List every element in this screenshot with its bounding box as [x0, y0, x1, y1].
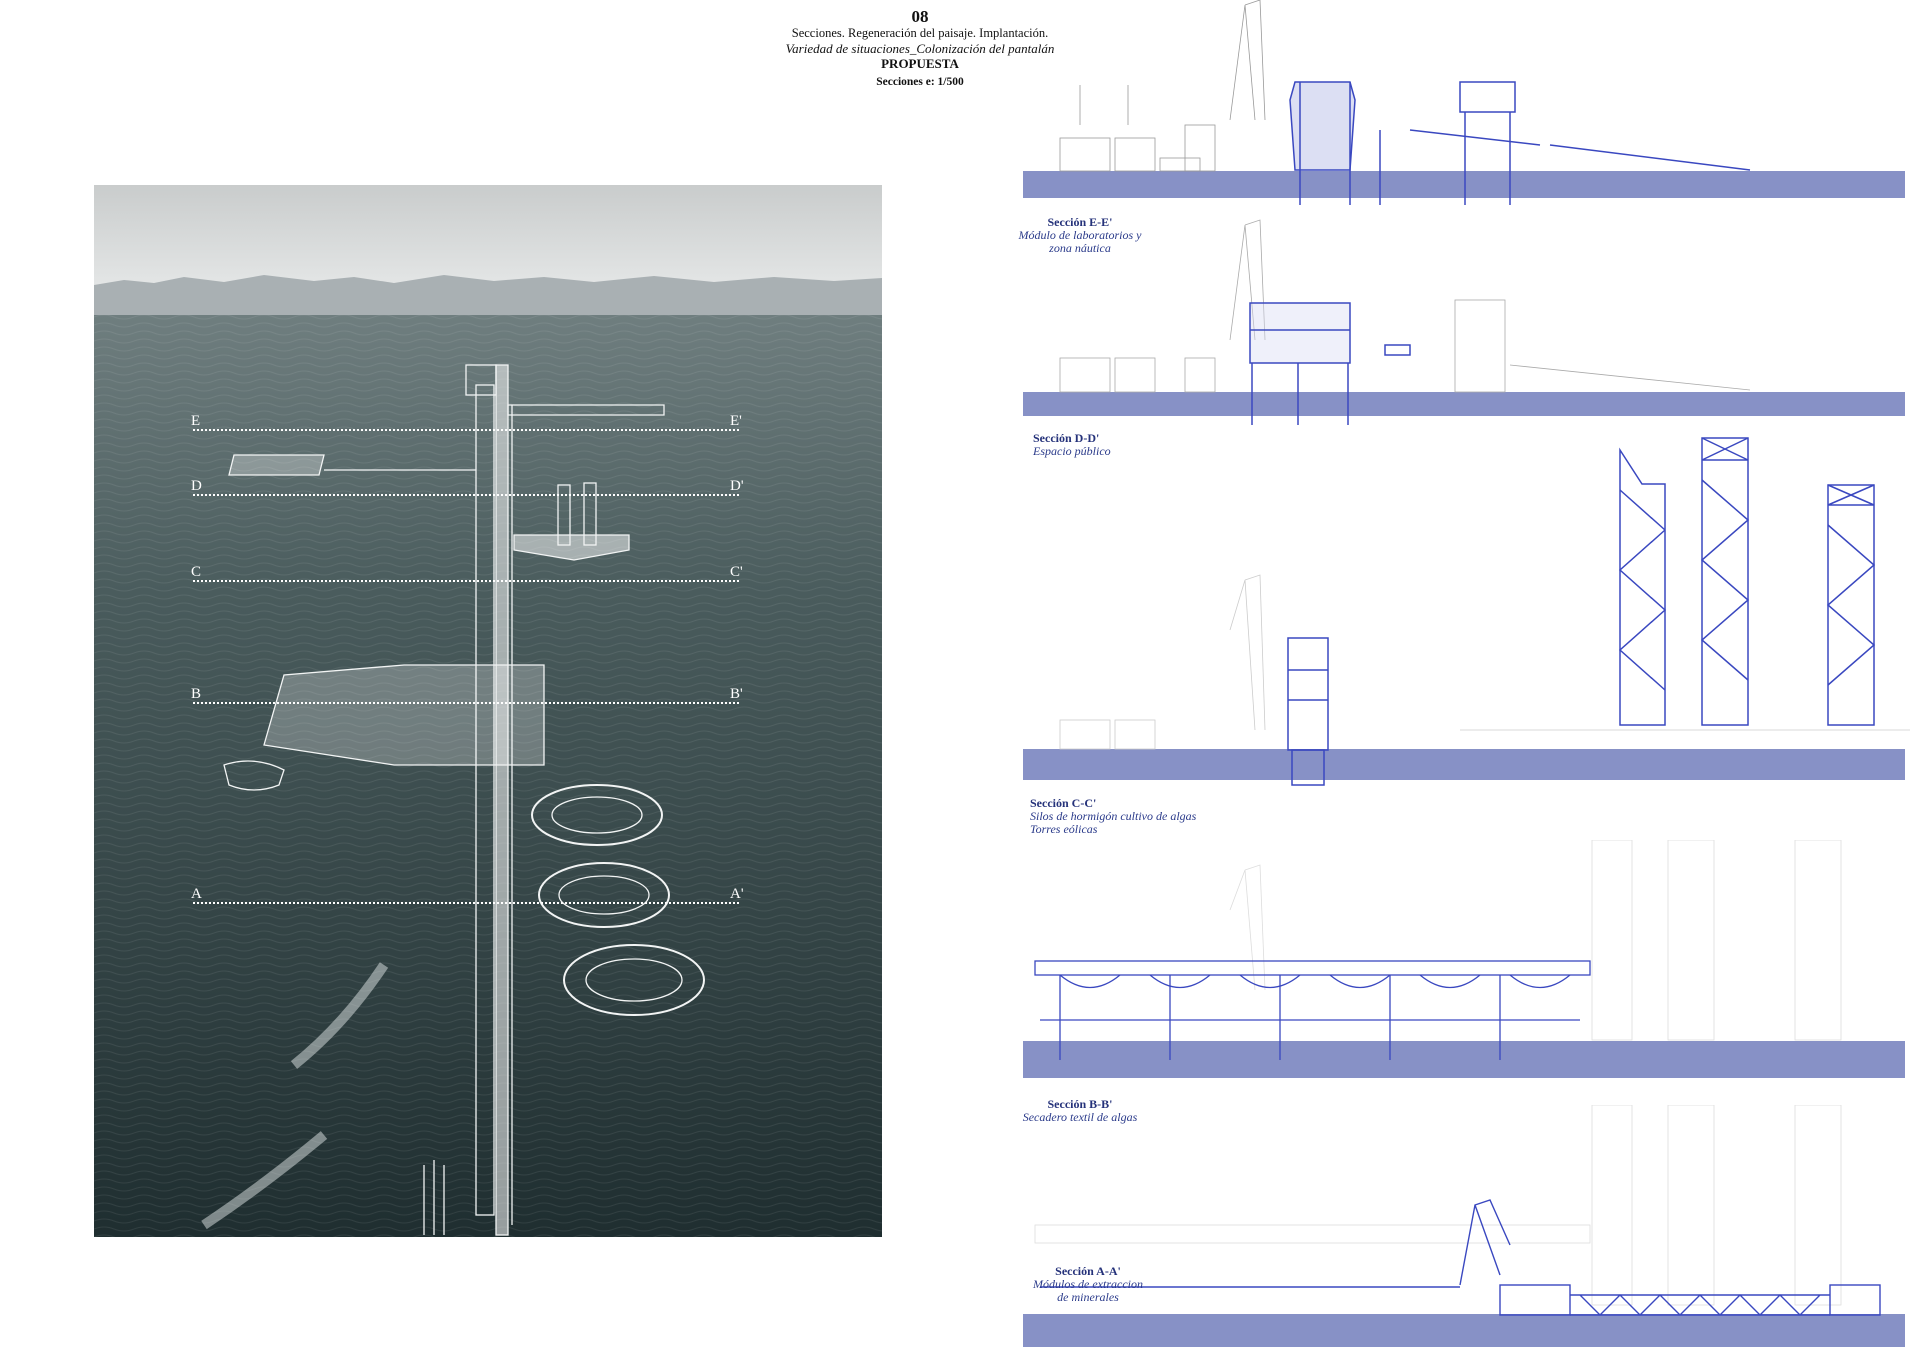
wind-towers [1287, 437, 1876, 786]
cut-label-a: A [191, 886, 202, 902]
cut-label-d-prime: D' [730, 478, 744, 494]
section-b-drawing [1023, 840, 1905, 1078]
section-a-subtitle-2: de minerales [1057, 1290, 1119, 1304]
section-d-title: Sección D-D' [1033, 431, 1100, 445]
city-skyline [94, 275, 882, 320]
section-e-title: Sección E-E' [1047, 215, 1113, 229]
cut-label-c-prime: C' [730, 564, 743, 580]
section-c-subtitle-2: Torres eólicas [1030, 822, 1098, 836]
section-b-subtitle: Secadero textil de algas [1022, 1110, 1138, 1124]
sheet-title: Secciones. Regeneración del paisaje. Imp… [791, 26, 1049, 40]
section-a-title: Sección A-A' [1055, 1264, 1121, 1278]
cut-label-b: B [191, 686, 201, 702]
cut-label-a-prime: A' [730, 886, 744, 902]
sky [94, 185, 882, 295]
cut-label-d: D [191, 478, 202, 494]
section-d-drawing [1023, 219, 1905, 425]
section-cut-lines: E E' D D' C C' B B' A A' [191, 413, 744, 904]
section-c-label: Sección C-C' Silos de hormigón cultivo d… [1030, 797, 1230, 836]
section-c-subtitle: Silos de hormigón cultivo de algas [1030, 809, 1197, 823]
section-a-drawing [1023, 1105, 1905, 1347]
sheet-number: 08 [911, 7, 929, 26]
mineral-extraction-modules [1040, 1199, 1881, 1316]
cut-label-e: E [191, 413, 200, 429]
section-e-drawing [1023, 0, 1905, 205]
cut-label-b-prime: B' [730, 686, 743, 702]
section-a-subtitle: Módulos de extraccion [1033, 1277, 1143, 1291]
sheet-subtitle: Variedad de situaciones_Colonización del… [785, 41, 1055, 56]
pier-wireframe [223, 364, 705, 1236]
section-e-subtitle-2: zona náutica [1049, 241, 1111, 255]
section-c-drawing [1023, 437, 1910, 786]
section-e-subtitle: Módulo de laboratorios y [1018, 228, 1142, 242]
sheet-header: 08 Secciones. Regeneración del paisaje. … [720, 8, 1120, 90]
sheet-proposal: PROPUESTA [881, 56, 959, 71]
section-a-label: Sección A-A' Módulos de extraccion de mi… [1018, 1265, 1158, 1304]
wake-foam [201, 962, 389, 1230]
algae-drying-canopy [1034, 960, 1591, 1060]
section-b-label: Sección B-B' Secadero textil de algas [1010, 1098, 1150, 1124]
section-c-title: Sección C-C' [1030, 796, 1097, 810]
aerial-photo: E E' D D' C C' B B' A A' [94, 185, 882, 1237]
section-d-label: Sección D-D' Espacio público [1033, 432, 1173, 458]
section-e-label: Sección E-E' Módulo de laboratorios y zo… [1010, 216, 1150, 255]
section-d-subtitle: Espacio público [1033, 444, 1111, 458]
cut-label-e-prime: E' [730, 413, 742, 429]
cut-label-c: C [191, 564, 201, 580]
section-b-title: Sección B-B' [1047, 1097, 1113, 1111]
sheet-scale: Secciones e: 1/500 [876, 76, 964, 88]
water-band [1023, 171, 1905, 198]
